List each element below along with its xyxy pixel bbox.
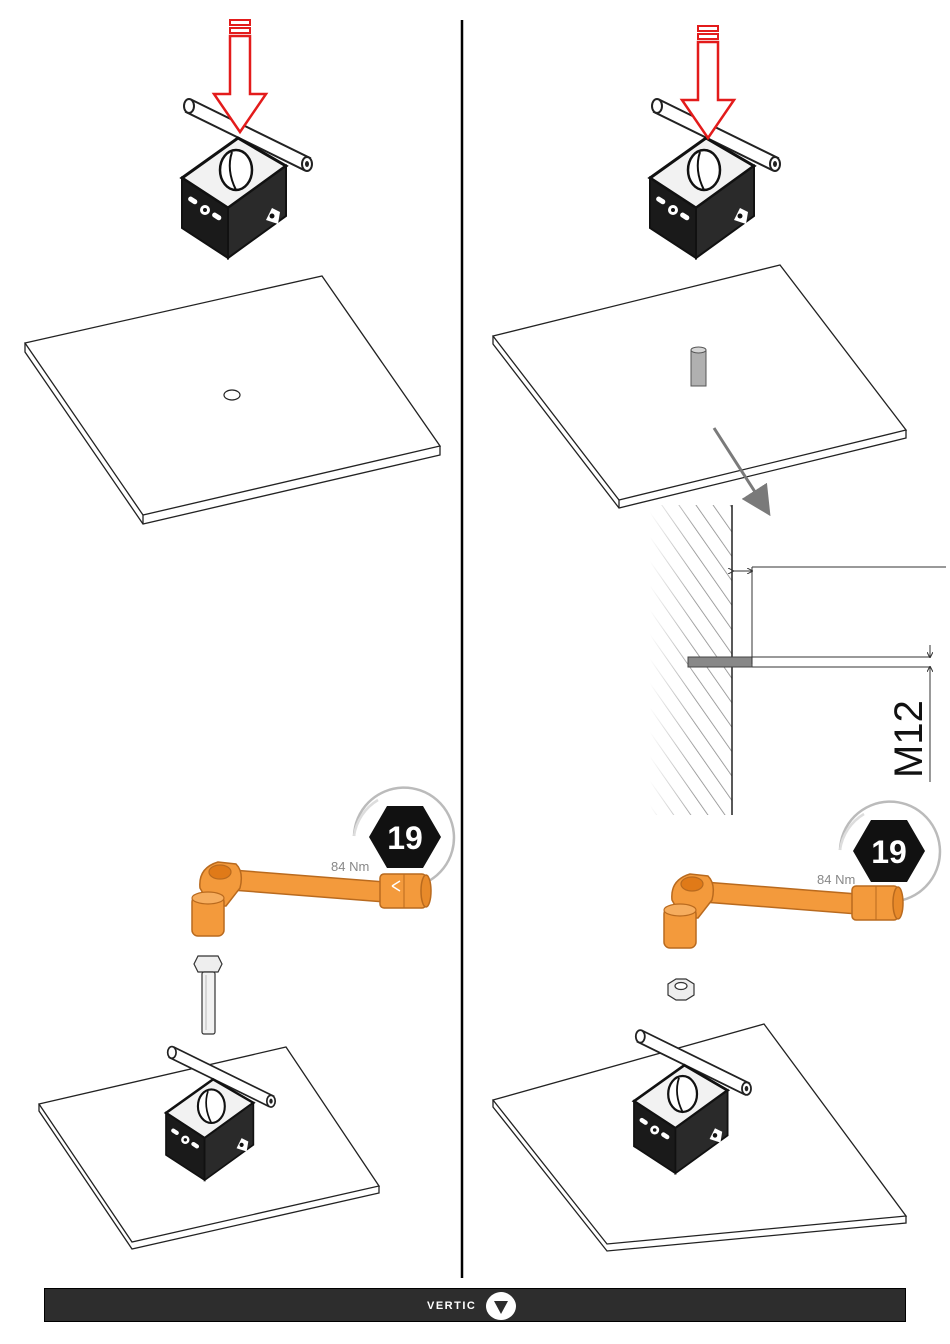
left-wrench-size: 19 <box>387 820 423 856</box>
thread-size-label: M12 <box>887 700 931 778</box>
right-wrench-size: 19 <box>871 834 907 870</box>
right-plate-with-bracket <box>493 1024 906 1251</box>
threaded-stud <box>691 350 706 386</box>
right-plate-with-stud <box>493 265 906 508</box>
section-detail: M12 <box>650 505 946 815</box>
left-bolt-icon <box>194 956 222 1034</box>
left-wrench-icon <box>192 862 431 936</box>
brand-logo: VERTIC <box>427 1289 518 1323</box>
brand-name: VERTIC <box>427 1300 476 1312</box>
left-torque-indicator: 19 84 Nm <box>331 788 454 887</box>
right-panel: M12 19 84 Nm <box>493 26 946 1251</box>
left-plate-with-hole <box>25 276 440 524</box>
brand-shield-icon <box>484 1291 518 1321</box>
right-wrench-icon <box>664 874 903 948</box>
footer-bar: VERTIC <box>44 1288 906 1322</box>
stud-section <box>688 657 752 667</box>
mounting-hole <box>224 390 240 400</box>
left-panel: 19 84 Nm <box>25 20 454 1249</box>
left-plate-with-bracket <box>39 1047 379 1249</box>
right-nut-icon <box>668 979 694 1000</box>
left-torque-label: 84 Nm <box>331 859 369 874</box>
right-torque-label: 84 Nm <box>817 872 855 887</box>
